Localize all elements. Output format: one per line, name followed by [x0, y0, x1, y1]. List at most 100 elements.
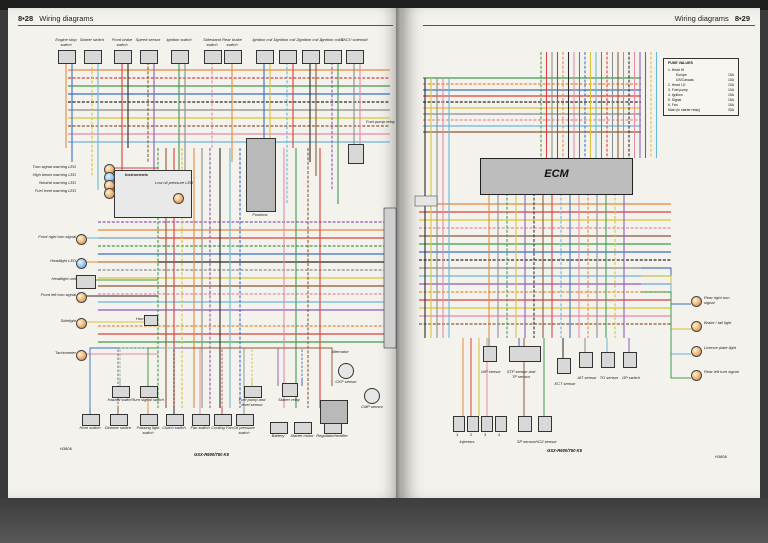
right-model-label: GSX-R600/750 K5: [547, 448, 582, 453]
top-comp-front_brake: [114, 50, 132, 64]
bottom-comp-stp_tps: [509, 346, 541, 362]
bottom-comp-label-turn_signal: Turn signal switch: [132, 397, 164, 402]
bottom-comp-label-oil_pressure: Oil pressure switch: [233, 425, 255, 435]
top-comp-starter: [84, 50, 102, 64]
fuse-value: 30A: [727, 108, 734, 112]
bottom-comp-ect: [557, 358, 571, 374]
top-comp-ign1: [256, 50, 274, 64]
left-comp-label-fuel_led: Fuel level warning LED: [34, 188, 76, 193]
top-comp-ign3: [302, 50, 320, 64]
left-switch-route: [173, 347, 182, 408]
ecm-label: ECM: [544, 168, 569, 180]
left-comp-fuel_led-icon: [104, 188, 115, 199]
bottom-comp-hot: [538, 416, 552, 432]
left-comp-sidelight-icon: [76, 318, 87, 329]
left-switch-route: [190, 347, 201, 408]
top-comp-label-engine_stop: Engine stop switch: [55, 37, 77, 47]
bottom-comp-cooling_fan: [214, 414, 232, 426]
fuse-name: 4. Ignition: [668, 93, 683, 97]
left-comp-label-front_left_turn: Front left turn signal: [40, 292, 76, 297]
left-comp-front_right_turn-icon: [76, 234, 87, 245]
left-comp-label-high_led: High beam warning LED: [32, 172, 76, 177]
right-header-rule: [423, 25, 755, 26]
left-wiring-diagram: [65, 62, 397, 414]
top-comp-sidestand: [204, 50, 222, 64]
left-comp-label-front_right_turn: Front right turn signal: [38, 234, 76, 239]
top-comp-label-ign2: Ignition coil 2: [275, 37, 299, 42]
left-comp-label-turn_led: Turn signal warning LED: [32, 164, 76, 169]
starter-relay-label: Starter relay: [278, 397, 300, 402]
injector-number: 4: [498, 432, 501, 437]
right-lamp-wire: [641, 283, 691, 355]
right-footer-code: H3806: [715, 454, 727, 459]
scan-border-top: [0, 0, 768, 10]
right-comp-licence-icon: [691, 346, 702, 357]
bottom-comp-label-dimmer: Dimmer switch: [104, 425, 132, 430]
left-switch-route: [119, 347, 214, 380]
left-page-header: 8•28 Wiring diagrams: [18, 14, 93, 23]
top-comp-label-ignition: Ignition switch: [166, 37, 192, 42]
top-comp-ign4: [324, 50, 342, 64]
right-edge-connector: [414, 195, 438, 207]
bottom-comp-label-injectors: Injectors: [459, 439, 475, 444]
low-oil-led-icon: [173, 193, 184, 204]
left-comp-headlight_led-icon: [76, 258, 87, 269]
left-comp-label-sidelight: Sidelight: [60, 318, 76, 323]
horn-label: Horn: [136, 316, 145, 321]
instruments-label: Instruments: [125, 172, 148, 177]
right-page: Wiring diagrams 8•29 ECM FUSE VALUES 1. …: [401, 8, 760, 498]
bottom-comp-passing: [140, 414, 158, 426]
left-header-rule: [18, 25, 393, 26]
left-footer-code: H3806: [60, 446, 72, 451]
low-oil-label: Low oil pressure LED: [155, 180, 194, 185]
injector-4: [495, 416, 507, 432]
fuse-value: 10A: [727, 88, 734, 92]
right-comp-brake_tail-icon: [691, 321, 702, 332]
left-comp-label-tacho: Tachometer: [55, 350, 76, 355]
left-model-label: GSX-R600/750 K5: [194, 452, 229, 457]
right-comp-label-rear_right_turn: Rear right turn signal: [704, 295, 730, 305]
right-comp-label-rear_left_turn: Rear left turn signal: [704, 369, 739, 374]
bottom-comp-label-iat: IAT sensor: [577, 375, 597, 380]
scan-border-bottom: [0, 498, 768, 543]
bottom-comp-clutch: [166, 414, 184, 426]
top-comp-ewe: [346, 50, 364, 64]
horn: [144, 315, 158, 326]
right-lamp-wire: [641, 291, 691, 379]
bottom-comp-label-tos: TO sensor: [599, 375, 619, 380]
alternator-label: Alternator: [331, 349, 349, 354]
bottom-comp-gp: [623, 352, 637, 368]
left-switch-route: [190, 347, 333, 380]
bottom-comp-dimmer: [110, 414, 128, 426]
bottom-comp-label-hazard: Hazard switch: [107, 397, 133, 402]
bottom-comp-label-ect: ECT sensor: [554, 381, 576, 386]
left-comp-label-headlight: Headlight unit: [51, 276, 76, 281]
right-comp-rear_right_turn-icon: [691, 296, 702, 307]
fuse-value: 15A: [727, 73, 734, 77]
fuel-pump-relay: [348, 144, 364, 164]
bottom-comp-label-horn_sw: Horn switch: [79, 425, 101, 430]
bottom-comp-label-gp: GP switch: [622, 375, 640, 380]
left-switch-route: [147, 347, 158, 380]
fuse-value: 15A: [727, 98, 734, 102]
bottom-comp-label-passing: Passing light switch: [136, 425, 160, 435]
top-comp-label-ign4: Ignition coil 4: [320, 37, 344, 42]
fuse-row: Main (in starter relay)30A: [668, 108, 734, 112]
bottom-comp-label-battery: Battery: [271, 433, 285, 438]
top-comp-label-rear_brake: Rear brake switch: [222, 37, 242, 47]
right-page-title: Wiring diagrams: [674, 14, 729, 23]
bottom-comp-battery: [270, 422, 288, 434]
fuse-value: 10A: [727, 78, 734, 82]
left-comp-tacho-icon: [76, 350, 87, 361]
top-comp-ign2: [279, 50, 297, 64]
injector-number: 2: [470, 432, 473, 437]
bottom-comp-label-regulator: Regulator/rectifier: [316, 433, 348, 438]
bottom-comp-label-fuel_pump: Fuel pump and level sensor: [238, 397, 266, 407]
injector-1: [453, 416, 465, 432]
